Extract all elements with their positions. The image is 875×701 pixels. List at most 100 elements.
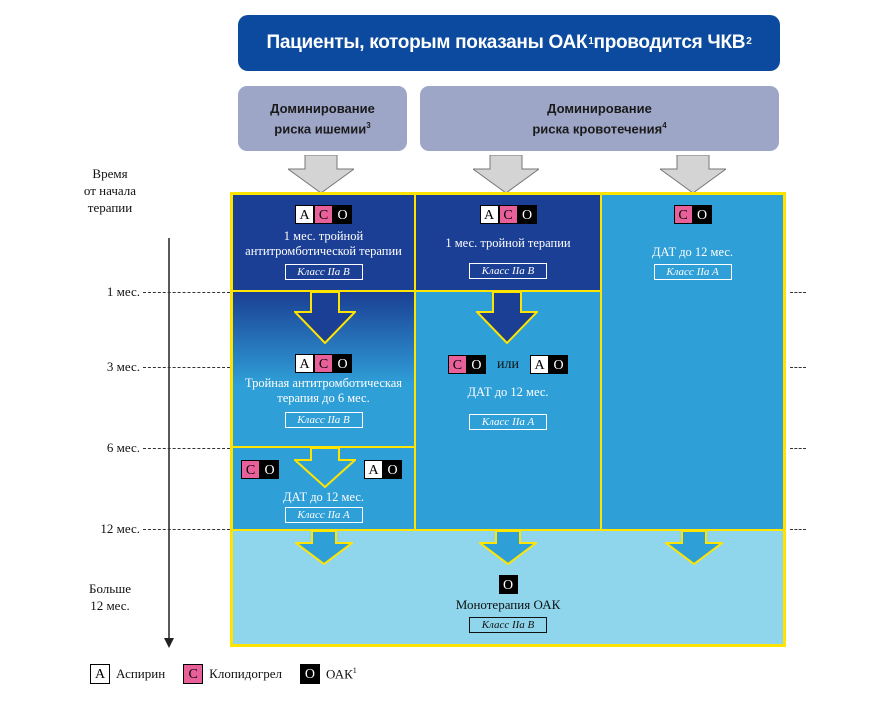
time-more-2: 12 мес.: [90, 598, 130, 613]
dash-3m: [143, 367, 230, 368]
class-badge: Класс IIa A: [284, 507, 363, 523]
yellow-down-arrow-icon: [294, 292, 356, 344]
header-ischemia-line1: Доминирование: [270, 100, 375, 116]
oak-box: O: [383, 460, 402, 479]
timeline-label-1: Время: [92, 166, 128, 181]
timeline-label-3: терапии: [87, 200, 133, 215]
dash-12m: [143, 529, 230, 530]
clopidogrel-box: C: [241, 460, 260, 479]
oak-box: O: [692, 205, 712, 224]
col1-t2-line2: терапия до 6 мес.: [277, 391, 370, 405]
legend: A Аспирин C Клопидогрел O ОАК1: [90, 663, 357, 685]
clopidogrel-box: C: [314, 205, 333, 224]
time-12m: 12 мес.: [100, 521, 140, 536]
clopidogrel-box: C: [498, 205, 518, 224]
legend-aspirin: Аспирин: [116, 666, 166, 681]
title-text: Пациенты, которым показаны ОАК: [266, 32, 588, 53]
aspirin-box: A: [530, 355, 550, 374]
legend-oak-box: O: [299, 664, 320, 684]
down-arrow-icon: [288, 155, 354, 193]
down-arrow-icon: [473, 155, 539, 193]
dash-1m: [143, 292, 230, 293]
yellow-down-arrow-icon: [294, 448, 356, 488]
time-axis-arrow: [164, 238, 174, 648]
oak-box: O: [333, 205, 352, 224]
legend-oak-sup: 1: [352, 665, 357, 675]
time-3m: 3 мес.: [106, 359, 140, 374]
legend-clopidogrel-box: C: [183, 664, 204, 684]
header-bleeding-line2-wrap: риска кровотечения4: [532, 117, 666, 137]
class-badge: Класс IIa B: [469, 263, 547, 279]
col2-t1-text: 1 мес. тройной терапии: [445, 236, 571, 250]
oak-box: O: [498, 575, 518, 594]
legend-oak: ОАК1: [326, 666, 357, 682]
clopidogrel-box: C: [447, 355, 467, 374]
header-bleeding-line1: Доминирование: [547, 100, 652, 116]
time-more-12m: Больше 12 мес.: [70, 580, 150, 614]
dash-6m: [143, 448, 230, 449]
class-badge: Класс IIa A: [469, 414, 547, 430]
time-more-1: Больше: [89, 581, 131, 596]
oak-box: O: [549, 355, 569, 374]
oak-box: O: [260, 460, 279, 479]
timeline-label-2: от начала: [83, 183, 137, 198]
oak-box: O: [517, 205, 537, 224]
header-ischemia-line2: риска ишемии: [274, 121, 367, 137]
oak-box: O: [333, 354, 352, 373]
yellow-down-arrow-icon: [476, 292, 538, 344]
clopidogrel-box: C: [673, 205, 693, 224]
title-sup2: 2: [746, 35, 752, 47]
aspirin-box: A: [364, 460, 383, 479]
col1-t2-line1: Тройная антитромботическая: [244, 376, 403, 390]
or-label: или: [497, 356, 519, 372]
legend-oak-text: ОАК: [325, 666, 353, 682]
yellow-down-arrow-icon: [295, 531, 353, 565]
class-badge: Класс IIa B: [469, 617, 547, 633]
time-1m: 1 мес.: [106, 284, 140, 299]
dash-right-1m: [790, 292, 806, 293]
col1-t1-line1: 1 мес. тройной: [283, 229, 364, 243]
yellow-down-arrow-icon: [665, 531, 723, 565]
time-6m: 6 мес.: [106, 440, 140, 455]
dash-right-3m: [790, 367, 806, 368]
down-arrow-icon: [660, 155, 726, 193]
title-sup1: 1: [588, 35, 594, 47]
legend-clopidogrel: Клопидогрел: [209, 666, 282, 681]
aspirin-box: A: [295, 354, 314, 373]
header-bleeding-sup: 4: [662, 120, 667, 130]
class-badge: Класс IIa B: [284, 264, 363, 280]
header-bleeding-line2: риска кровотечения: [532, 121, 663, 137]
col1-cell-6m-text: Тройная антитромботическая терапия до 6 …: [233, 376, 414, 406]
dash-right-6m: [790, 448, 806, 449]
timeline-label: Время от начала терапии: [60, 165, 160, 216]
oak-box: O: [466, 355, 486, 374]
bottom-cell: O Монотерапия ОАК Класс IIa B: [233, 529, 783, 644]
col1-cell-1m-text: 1 мес. тройной антитромботической терапи…: [233, 229, 414, 259]
title-text2: проводится ЧКВ: [593, 32, 746, 53]
bottom-text: Монотерапия ОАК: [455, 597, 561, 612]
col1-t1-line2: антитромботической терапии: [245, 244, 402, 258]
col1-t3-text: ДАТ до 12 мес.: [282, 490, 365, 504]
col3-text: ДАТ до 12 мес.: [651, 245, 734, 259]
class-badge: Класс IIa B: [284, 412, 363, 428]
col2-t2-text: ДАТ до 12 мес.: [467, 385, 549, 399]
aspirin-box: A: [295, 205, 314, 224]
aspirin-box: A: [479, 205, 499, 224]
header-ischemia-sup: 3: [366, 120, 371, 130]
dash-right-12m: [790, 529, 806, 530]
